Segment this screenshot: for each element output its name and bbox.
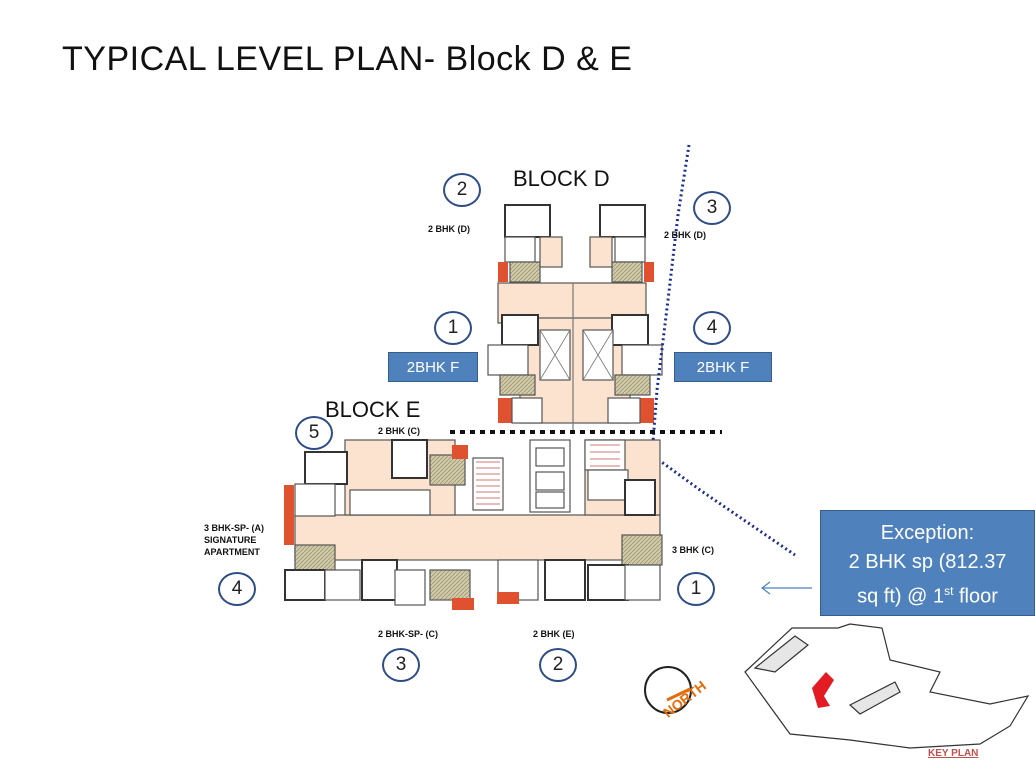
block-d-unit-3-label: 2 BHK (D): [664, 230, 706, 240]
exception-line-2: 2 BHK sp (812.37: [848, 551, 1007, 573]
block-d-unit-2-label: 2 BHK (D): [428, 224, 470, 234]
block-e-unit-3-marker: 3: [382, 648, 420, 682]
exception-callout: Exception: 2 BHK sp (812.37 sq ft) @ 1st…: [820, 510, 1035, 616]
block-d-unit-3-marker: 3: [693, 191, 731, 225]
block-e-label: BLOCK E: [325, 397, 421, 422]
key-plan-map: [744, 623, 1030, 749]
block-e-unit-3-label: 2 BHK-SP- (C): [378, 629, 438, 639]
block-e-unit-5-label: 2 BHK (C): [378, 426, 420, 436]
exception-arrow: [761, 581, 812, 595]
block-d-2bhk-f-tag-left: 2BHK F: [388, 352, 478, 382]
block-e-unit-1-marker: 1: [677, 572, 715, 606]
exception-line-1: Exception:: [880, 522, 975, 544]
block-d-label: BLOCK D: [513, 166, 610, 191]
block-e-unit-2-label: 2 BHK (E): [533, 629, 575, 639]
block-e-unit-4-marker: 4: [218, 572, 256, 606]
dotted-boundary-lines: [650, 144, 796, 557]
block-d-unit-2-marker: 2: [443, 173, 481, 207]
exception-line-3: sq ft) @ 1st floor: [857, 584, 998, 608]
block-d-2bhk-f-tag-right: 2BHK F: [674, 352, 772, 382]
key-plan-label: KEY PLAN: [928, 748, 979, 759]
block-e-unit-4-label-line2: SIGNATURE: [204, 535, 257, 545]
block-e-unit-2-marker: 2: [539, 648, 577, 682]
block-e-unit-5-marker: 5: [295, 416, 333, 450]
block-d-unit-1-marker: 1: [434, 311, 472, 345]
block-e-unit-1-label: 3 BHK (C): [672, 545, 714, 555]
block-d-plan: [487, 204, 663, 430]
block-d-unit-4-marker: 4: [693, 311, 731, 345]
page-title: TYPICAL LEVEL PLAN- Block D & E: [62, 40, 633, 78]
block-e-plan: [284, 439, 663, 610]
block-e-unit-4-label-line3: APARTMENT: [204, 547, 260, 557]
block-e-unit-4-label-line1: 3 BHK-SP- (A): [204, 523, 264, 533]
compass-icon: [644, 666, 692, 714]
